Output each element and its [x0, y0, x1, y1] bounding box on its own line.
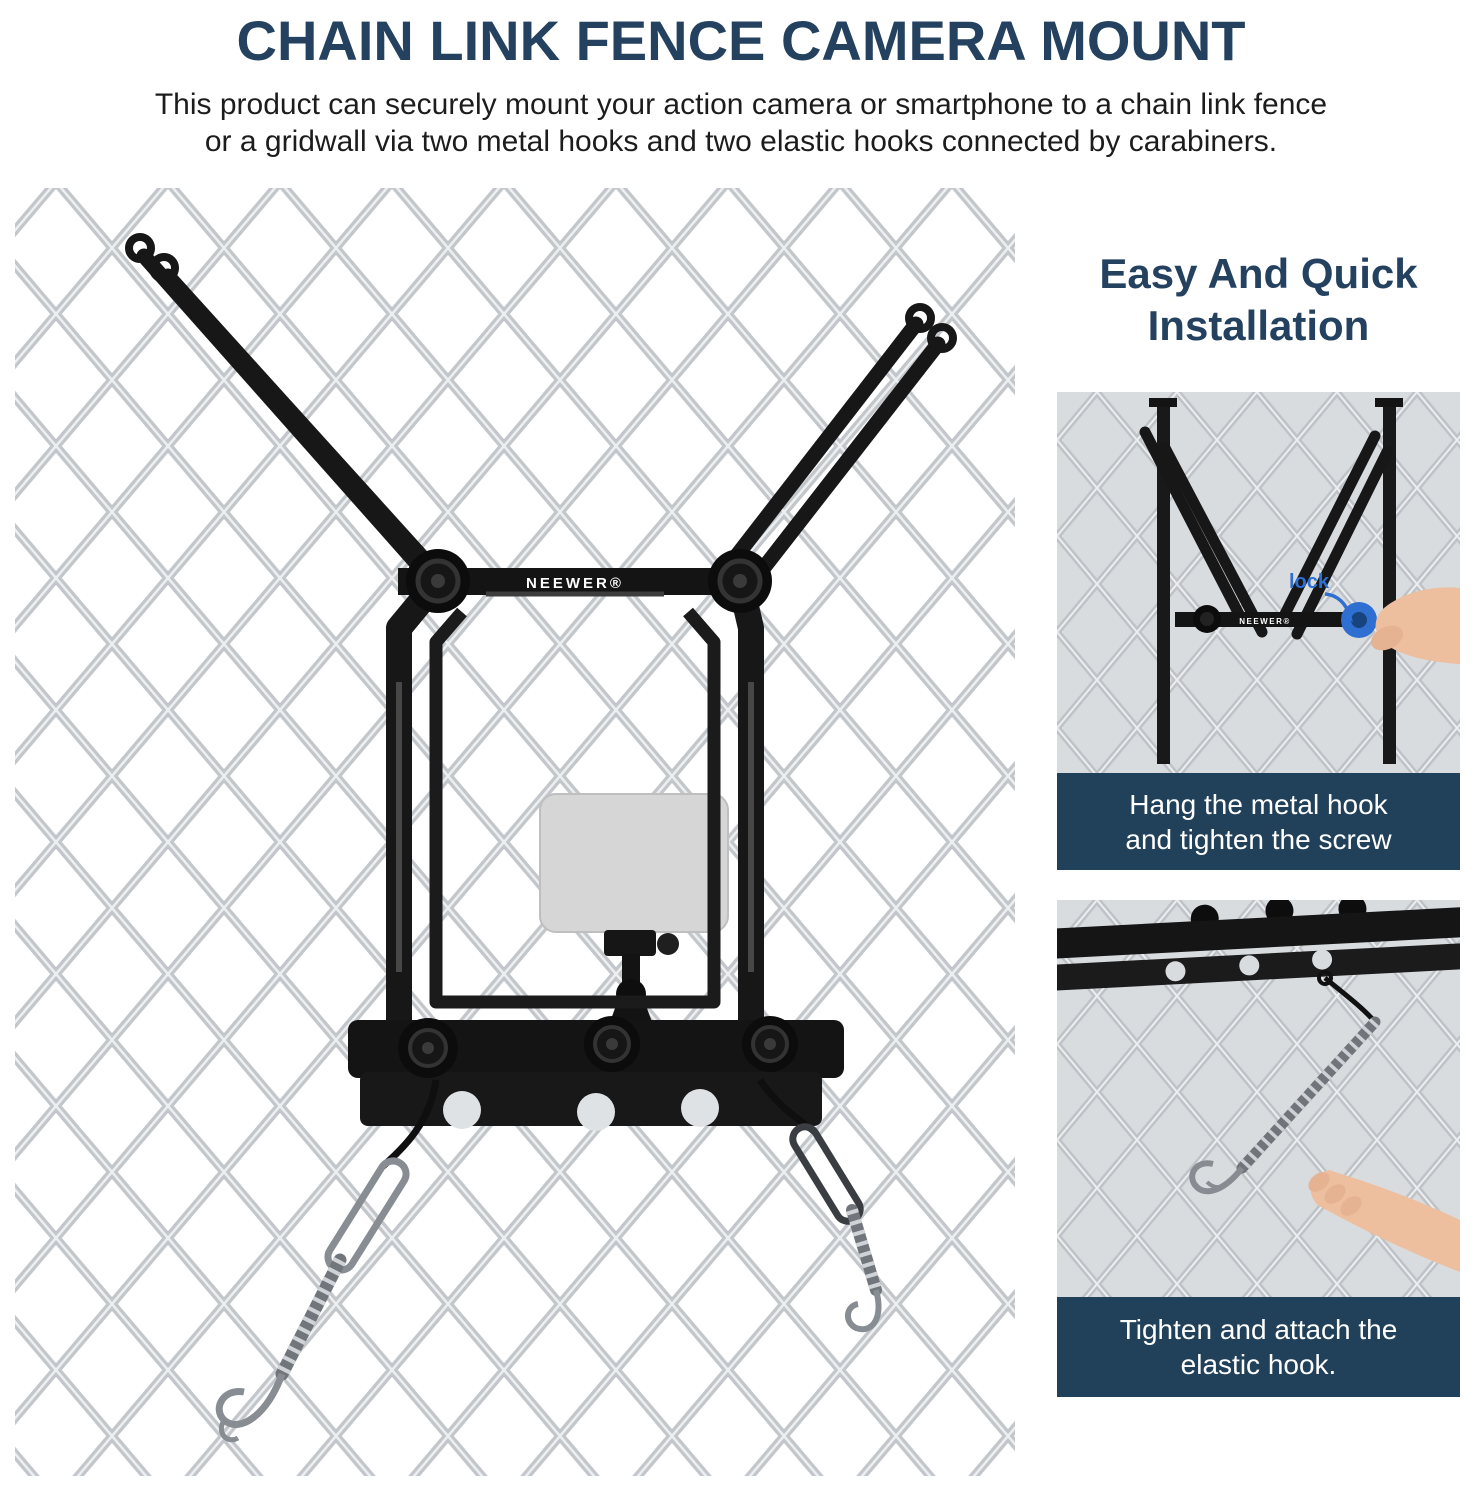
lock-annotation: lock: [1289, 571, 1353, 622]
pivot-knob-right: [708, 549, 772, 613]
mount-right-arm: [716, 303, 957, 596]
mount-top-section: NEEWER®: [1139, 398, 1403, 764]
pivot-knob-left: [406, 549, 470, 613]
side-heading-line-1: Easy And Quick: [1099, 250, 1418, 297]
elastic-hook-spring: [1189, 970, 1381, 1195]
step-2-caption-line-2: elastic hook.: [1180, 1349, 1337, 1380]
plate-bar-section: [1057, 900, 1460, 991]
hand-tightening: [1370, 587, 1460, 664]
brand-label: NEEWER®: [526, 575, 624, 592]
bottom-plate: [348, 1016, 844, 1131]
step-2-photo: [1057, 900, 1460, 1297]
mount-left-arm: [125, 233, 460, 598]
brand-label-small: NEEWER®: [1239, 617, 1291, 626]
hand-holding-hook: [1308, 1170, 1460, 1272]
right-elastic-hook: [757, 1078, 882, 1333]
step-2-caption: Tighten and attach the elastic hook.: [1057, 1297, 1460, 1397]
left-elastic-hook: [215, 1079, 440, 1443]
subtitle-line-1: This product can securely mount your act…: [154, 88, 1328, 121]
page-subtitle: This product can securely mount your act…: [0, 86, 1482, 160]
main-product-photo: NEEWER®: [0, 182, 1050, 1482]
step-1-caption: Hang the metal hook and tighten the scre…: [1057, 773, 1460, 870]
side-heading: Easy And Quick Installation: [1057, 248, 1460, 352]
lock-label: lock: [1289, 571, 1330, 593]
step-2-caption-line-1: Tighten and attach the: [1119, 1314, 1398, 1345]
side-heading-line-2: Installation: [1147, 302, 1370, 349]
install-step-panel-1: NEEWER® lock Hang the metal hook and tig…: [1057, 392, 1460, 870]
main-product-illustration: NEEWER®: [15, 188, 1015, 1476]
page-title: CHAIN LINK FENCE CAMERA MOUNT: [236, 9, 1246, 72]
step-1-caption-line-1: Hang the metal hook: [1129, 788, 1388, 820]
step-1-photo: NEEWER® lock: [1057, 392, 1460, 773]
subtitle-line-2: or a gridwall via two metal hooks and tw…: [204, 125, 1278, 158]
plate-knob-1: [398, 1018, 458, 1078]
install-step-panel-2: Tighten and attach the elastic hook.: [1057, 900, 1460, 1397]
plate-knob-2: [584, 1016, 640, 1072]
step-1-caption-line-2: and tighten the screw: [1125, 823, 1392, 855]
plate-knob-3: [742, 1016, 798, 1072]
